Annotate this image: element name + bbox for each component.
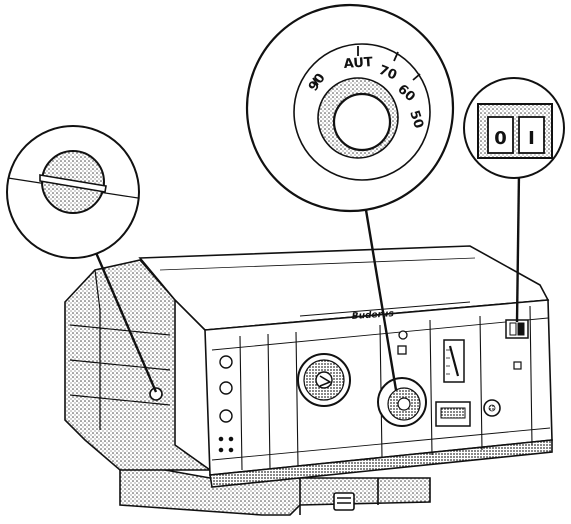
indicator-dot (228, 436, 234, 442)
indicator-dot (218, 436, 224, 442)
leader-line-dial (364, 209, 398, 391)
timer-clock[interactable] (297, 353, 351, 407)
base-handle-icon (333, 492, 355, 511)
reset-button[interactable] (483, 399, 501, 417)
switch-off-key[interactable] (487, 116, 514, 154)
leader-lines (92, 171, 521, 393)
indicator-dot (228, 447, 234, 453)
thermometer-gauge (443, 339, 465, 383)
left-knob-strip (218, 355, 234, 453)
hour-counter-display (435, 401, 471, 427)
selector-knob-1[interactable] (219, 355, 233, 369)
side-screw-icon (149, 387, 163, 401)
boiler-side-panel (64, 259, 213, 471)
dial-label: 70 (377, 63, 399, 84)
clock-hand-icon (319, 375, 332, 387)
switch-on-key[interactable] (518, 116, 545, 154)
dial-label: 50 (406, 109, 426, 131)
switch-on-label: I (528, 128, 535, 149)
boiler-housing (64, 245, 553, 516)
callout-temperature-dial: 90 AUT 70 60 50 (245, 3, 455, 213)
dial-tick-marks (312, 46, 421, 86)
panel-main-switch[interactable] (505, 319, 529, 370)
switch-off-label: 0 (494, 128, 507, 149)
selector-knob-2[interactable] (219, 381, 233, 395)
leader-line-side-screw (92, 247, 158, 393)
selector-knob-3[interactable] (219, 409, 233, 423)
slotted-screw-icon (39, 150, 107, 214)
leader-line-switch (515, 171, 521, 323)
indicator-dot (218, 447, 224, 453)
dial-label: AUT (343, 55, 373, 72)
panel-indicator-column (397, 330, 408, 355)
callout-side-screw (6, 125, 140, 259)
main-switch[interactable]: 0 I (477, 103, 553, 159)
temperature-knob[interactable] (377, 377, 427, 427)
callout-main-switch: 0 I (463, 77, 565, 179)
dial-knob[interactable] (317, 77, 399, 159)
